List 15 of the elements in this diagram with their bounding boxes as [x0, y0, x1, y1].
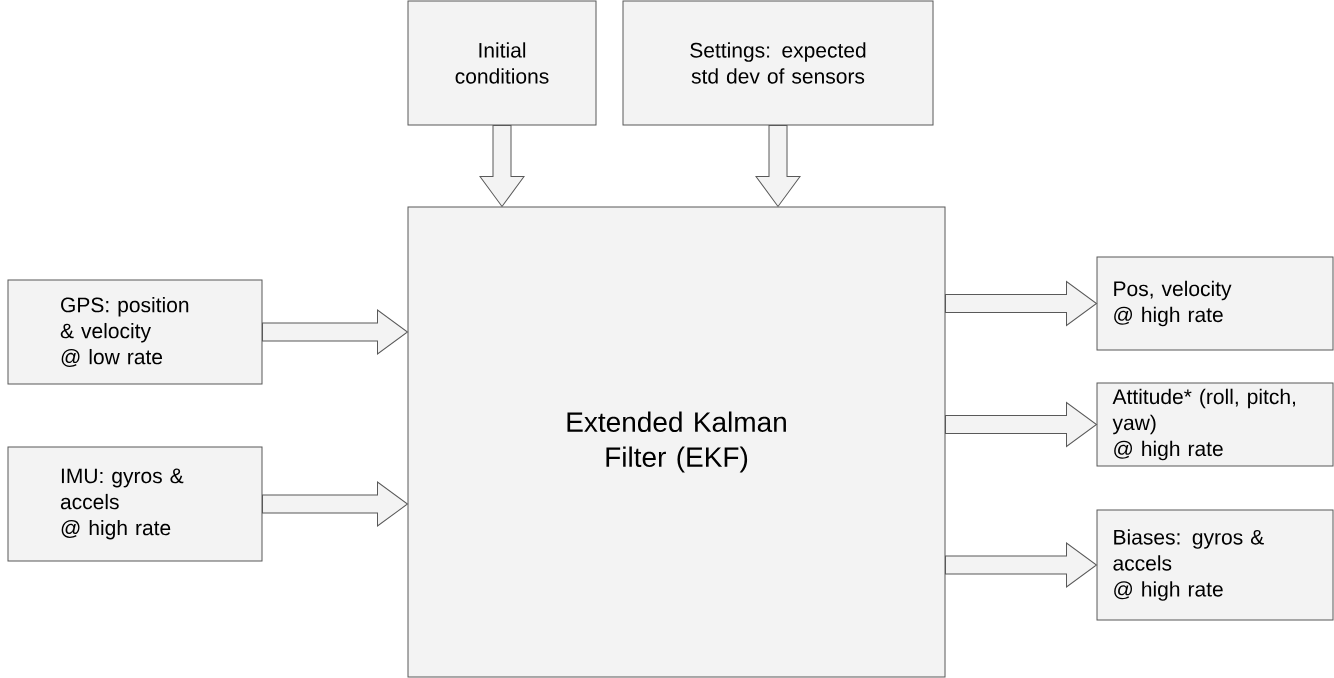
block-arrow	[262, 481, 408, 527]
process-box: Pos, velocity @ high rate	[1096, 256, 1334, 351]
block-arrow	[945, 542, 1097, 588]
block-arrow	[755, 125, 801, 207]
process-box: Biases: gyros & accels @ high rate	[1096, 509, 1334, 621]
filter-block: Extended Kalman Filter (EKF)	[407, 206, 946, 678]
process-box: GPS: position & velocity @ low rate	[7, 279, 263, 385]
process-box: IMU: gyros & accels @ high rate	[7, 446, 263, 562]
block-arrow	[945, 281, 1097, 326]
process-box: Initial conditions	[407, 0, 597, 126]
block-arrow	[945, 402, 1097, 447]
process-box: Settings: expected std dev of sensors	[622, 0, 934, 126]
process-box: Attitude* (roll, pitch, yaw) @ high rate	[1096, 382, 1334, 467]
block-arrow	[479, 125, 525, 207]
block-arrow	[262, 309, 408, 355]
